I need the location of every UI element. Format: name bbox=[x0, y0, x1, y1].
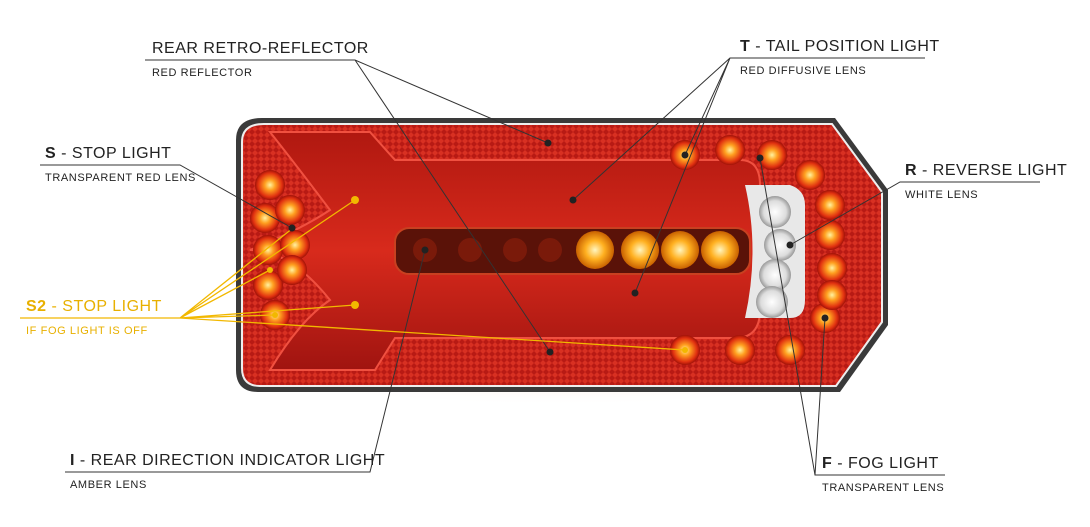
label-code: T bbox=[740, 38, 751, 55]
stop-led bbox=[250, 203, 280, 233]
label-title: - FOG LIGHT bbox=[837, 455, 939, 472]
reverse-led bbox=[759, 259, 791, 291]
label-title: - STOP LIGHT bbox=[61, 145, 172, 162]
label-title: - STOP LIGHT bbox=[51, 298, 162, 315]
stop-led bbox=[280, 230, 310, 260]
label-code: S2 bbox=[26, 298, 47, 315]
tail-led bbox=[795, 160, 825, 190]
leader-dots bbox=[267, 139, 829, 356]
tail-led bbox=[817, 280, 847, 310]
label-code: I bbox=[70, 452, 75, 469]
tail-led bbox=[815, 190, 845, 220]
label-tail-light: T - TAIL POSITION LIGHT RED DIFFUSIVE LE… bbox=[740, 38, 940, 77]
label-sub: RED DIFFUSIVE LENS bbox=[740, 65, 867, 77]
reverse-leds bbox=[756, 196, 796, 318]
stop-led bbox=[255, 170, 285, 200]
indicator-led-off bbox=[458, 238, 482, 262]
indicator-led bbox=[621, 231, 659, 269]
indicator-led bbox=[576, 231, 614, 269]
label-code: F bbox=[822, 455, 833, 472]
leader-lines bbox=[40, 57, 1040, 476]
label-title: - REVERSE LIGHT bbox=[922, 162, 1068, 179]
indicator-led-off bbox=[503, 238, 527, 262]
reverse-led bbox=[759, 196, 791, 228]
label-sub: AMBER LENS bbox=[70, 479, 147, 491]
label-sub: TRANSPARENT RED LENS bbox=[45, 172, 196, 184]
tail-led bbox=[725, 335, 755, 365]
tail-led bbox=[815, 220, 845, 250]
label-title: REAR RETRO-REFLECTOR bbox=[152, 40, 369, 57]
label-code: S bbox=[45, 145, 57, 162]
reverse-led bbox=[764, 229, 796, 261]
tail-led bbox=[757, 140, 787, 170]
indicator-led bbox=[661, 231, 699, 269]
label-code: R bbox=[905, 162, 918, 179]
reverse-led bbox=[756, 286, 788, 318]
label-stop-light: S - STOP LIGHT TRANSPARENT RED LENS bbox=[45, 145, 196, 184]
indicator-led-off bbox=[538, 238, 562, 262]
label-retro-reflector: REAR RETRO-REFLECTOR RED REFLECTOR bbox=[152, 40, 369, 79]
tail-led bbox=[817, 253, 847, 283]
label-sub: RED REFLECTOR bbox=[152, 67, 253, 79]
label-title: - TAIL POSITION LIGHT bbox=[755, 38, 940, 55]
label-sub: WHITE LENS bbox=[905, 189, 979, 201]
label-sub: IF FOG LIGHT IS OFF bbox=[26, 325, 148, 337]
label-fog-light: F - FOG LIGHT TRANSPARENT LENS bbox=[822, 455, 944, 494]
label-stop-light-2: S2 - STOP LIGHT IF FOG LIGHT IS OFF bbox=[26, 298, 162, 337]
label-title: - REAR DIRECTION INDICATOR LIGHT bbox=[79, 452, 386, 469]
highlight-leader-lines bbox=[20, 199, 686, 351]
indicator-leds bbox=[413, 231, 739, 269]
label-indicator-light: I - REAR DIRECTION INDICATOR LIGHT AMBER… bbox=[70, 452, 385, 491]
label-sub: TRANSPARENT LENS bbox=[822, 482, 945, 494]
stop-led bbox=[253, 270, 283, 300]
tail-led bbox=[715, 135, 745, 165]
tail-led bbox=[775, 335, 805, 365]
stop-led bbox=[275, 195, 305, 225]
indicator-led bbox=[701, 231, 739, 269]
label-reverse-light: R - REVERSE LIGHT WHITE LENS bbox=[905, 162, 1067, 201]
indicator-strip bbox=[394, 227, 751, 275]
stop-led bbox=[277, 255, 307, 285]
